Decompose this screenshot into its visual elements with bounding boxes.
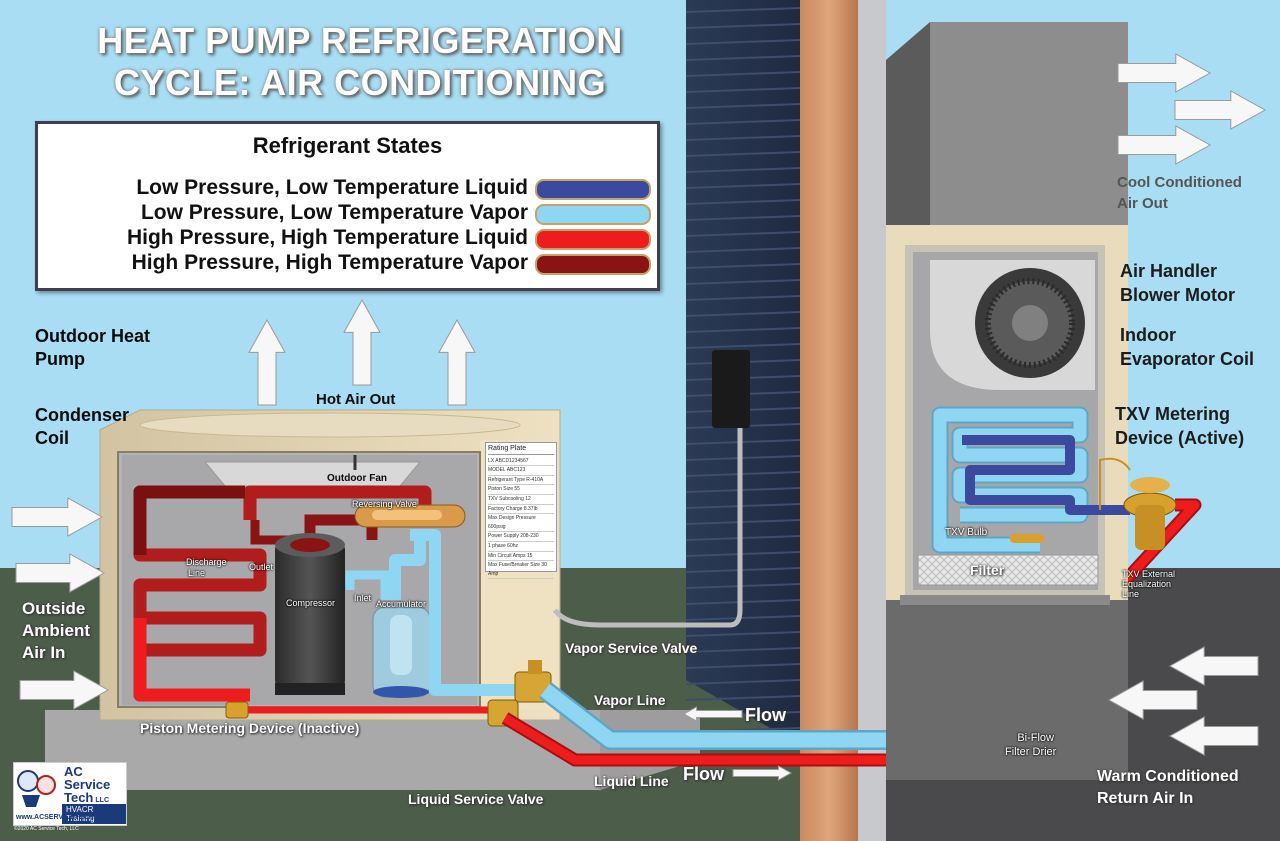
- air-handler: [886, 22, 1128, 780]
- piston-metering-device: [225, 701, 249, 719]
- label-txv-bulb: TXV Bulb: [945, 527, 988, 538]
- txv-bulb: [1010, 534, 1044, 543]
- legend-swatch-low-vapor: [535, 204, 651, 225]
- logo-url: www.ACSERVICETECH.com: [16, 814, 111, 821]
- legend-row-high-liquid: High Pressure, High Temperature Liquid: [126, 226, 528, 249]
- hot-air-arrow-3: [438, 318, 476, 406]
- flow-arrow-vapor: [682, 706, 743, 722]
- disconnect-box: [712, 350, 750, 428]
- legend-row-low-vapor: Low Pressure, Low Temperature Vapor: [140, 201, 528, 224]
- label-flow-vapor: Flow: [745, 705, 786, 725]
- refrigerant-states-legend: Refrigerant States Low Pressure, Low Tem…: [35, 121, 660, 291]
- rating-plate: Rating Plate LX ABCD1234567 MODEL ABC123…: [485, 442, 557, 580]
- cool-air-arrow-1: [1117, 53, 1212, 93]
- ambient-air-arrow-3: [19, 670, 110, 710]
- legend-swatch-high-liquid: [535, 229, 651, 250]
- hot-air-arrow-1: [248, 318, 286, 406]
- ambient-air-arrow-1: [11, 497, 104, 537]
- label-reversing-valve: Reversing Valve: [352, 499, 417, 509]
- control-conduit: [552, 420, 743, 628]
- return-air-arrow-2: [1107, 680, 1198, 720]
- txv-metering-device: [1099, 457, 1177, 550]
- flow-arrow-liquid: [732, 765, 793, 781]
- hot-air-arrow-2: [343, 298, 381, 386]
- legend-title: Refrigerant States: [252, 133, 443, 158]
- logo-line-3: Tech: [64, 790, 94, 805]
- compressor: [275, 533, 345, 695]
- label-outdoor-fan: Outdoor Fan: [327, 473, 387, 484]
- label-vapor-line: Vapor Line: [594, 692, 666, 708]
- label-filter: Filter: [970, 562, 1005, 578]
- legend-row-high-vapor: High Pressure, High Temperature Vapor: [131, 251, 528, 274]
- return-air-arrow-1: [1168, 646, 1259, 686]
- label-hot-air-out: Hot Air Out: [316, 391, 396, 408]
- ambient-air-arrow-2: [15, 553, 106, 593]
- label-compressor: Compressor: [286, 598, 336, 608]
- label-liquid-service-valve: Liquid Service Valve: [408, 791, 544, 807]
- label-inlet: Inlet: [354, 593, 372, 603]
- gauge-icon: [17, 770, 56, 807]
- legend-row-low-liquid: Low Pressure, Low Temperature Liquid: [136, 176, 528, 199]
- cool-air-arrow-2: [1174, 90, 1267, 130]
- label-flow-liquid: Flow: [683, 764, 724, 784]
- blower-motor: [930, 260, 1095, 390]
- logo-llc: LLC: [95, 797, 109, 804]
- label-vapor-service-valve: Vapor Service Valve: [565, 640, 698, 656]
- label-outlet: Outlet: [249, 562, 274, 572]
- logo-banner: HVACR Training: [62, 804, 126, 824]
- logo-line-1: AC: [64, 764, 83, 779]
- label-liquid-line: Liquid Line: [594, 773, 669, 789]
- label-piston-metering: Piston Metering Device (Inactive): [140, 720, 360, 736]
- logo-copyright: ©2020 AC Service Tech, LLC: [14, 826, 79, 832]
- logo-line-2: Service: [64, 777, 111, 792]
- title-line-2: CYCLE: AIR CONDITIONING: [113, 62, 607, 103]
- cool-air-arrow-3: [1117, 125, 1212, 165]
- filter: [917, 554, 1099, 586]
- return-air-arrow-3: [1168, 716, 1259, 756]
- legend-swatch-low-liquid: [535, 179, 651, 200]
- legend-swatch-high-vapor: [535, 254, 651, 275]
- wall-stud: [800, 0, 858, 841]
- label-accumulator: Accumulator: [376, 599, 427, 609]
- accumulator: [372, 606, 431, 698]
- title-line-1: HEAT PUMP REFRIGERATION: [97, 20, 623, 61]
- discharge-line: [304, 514, 378, 545]
